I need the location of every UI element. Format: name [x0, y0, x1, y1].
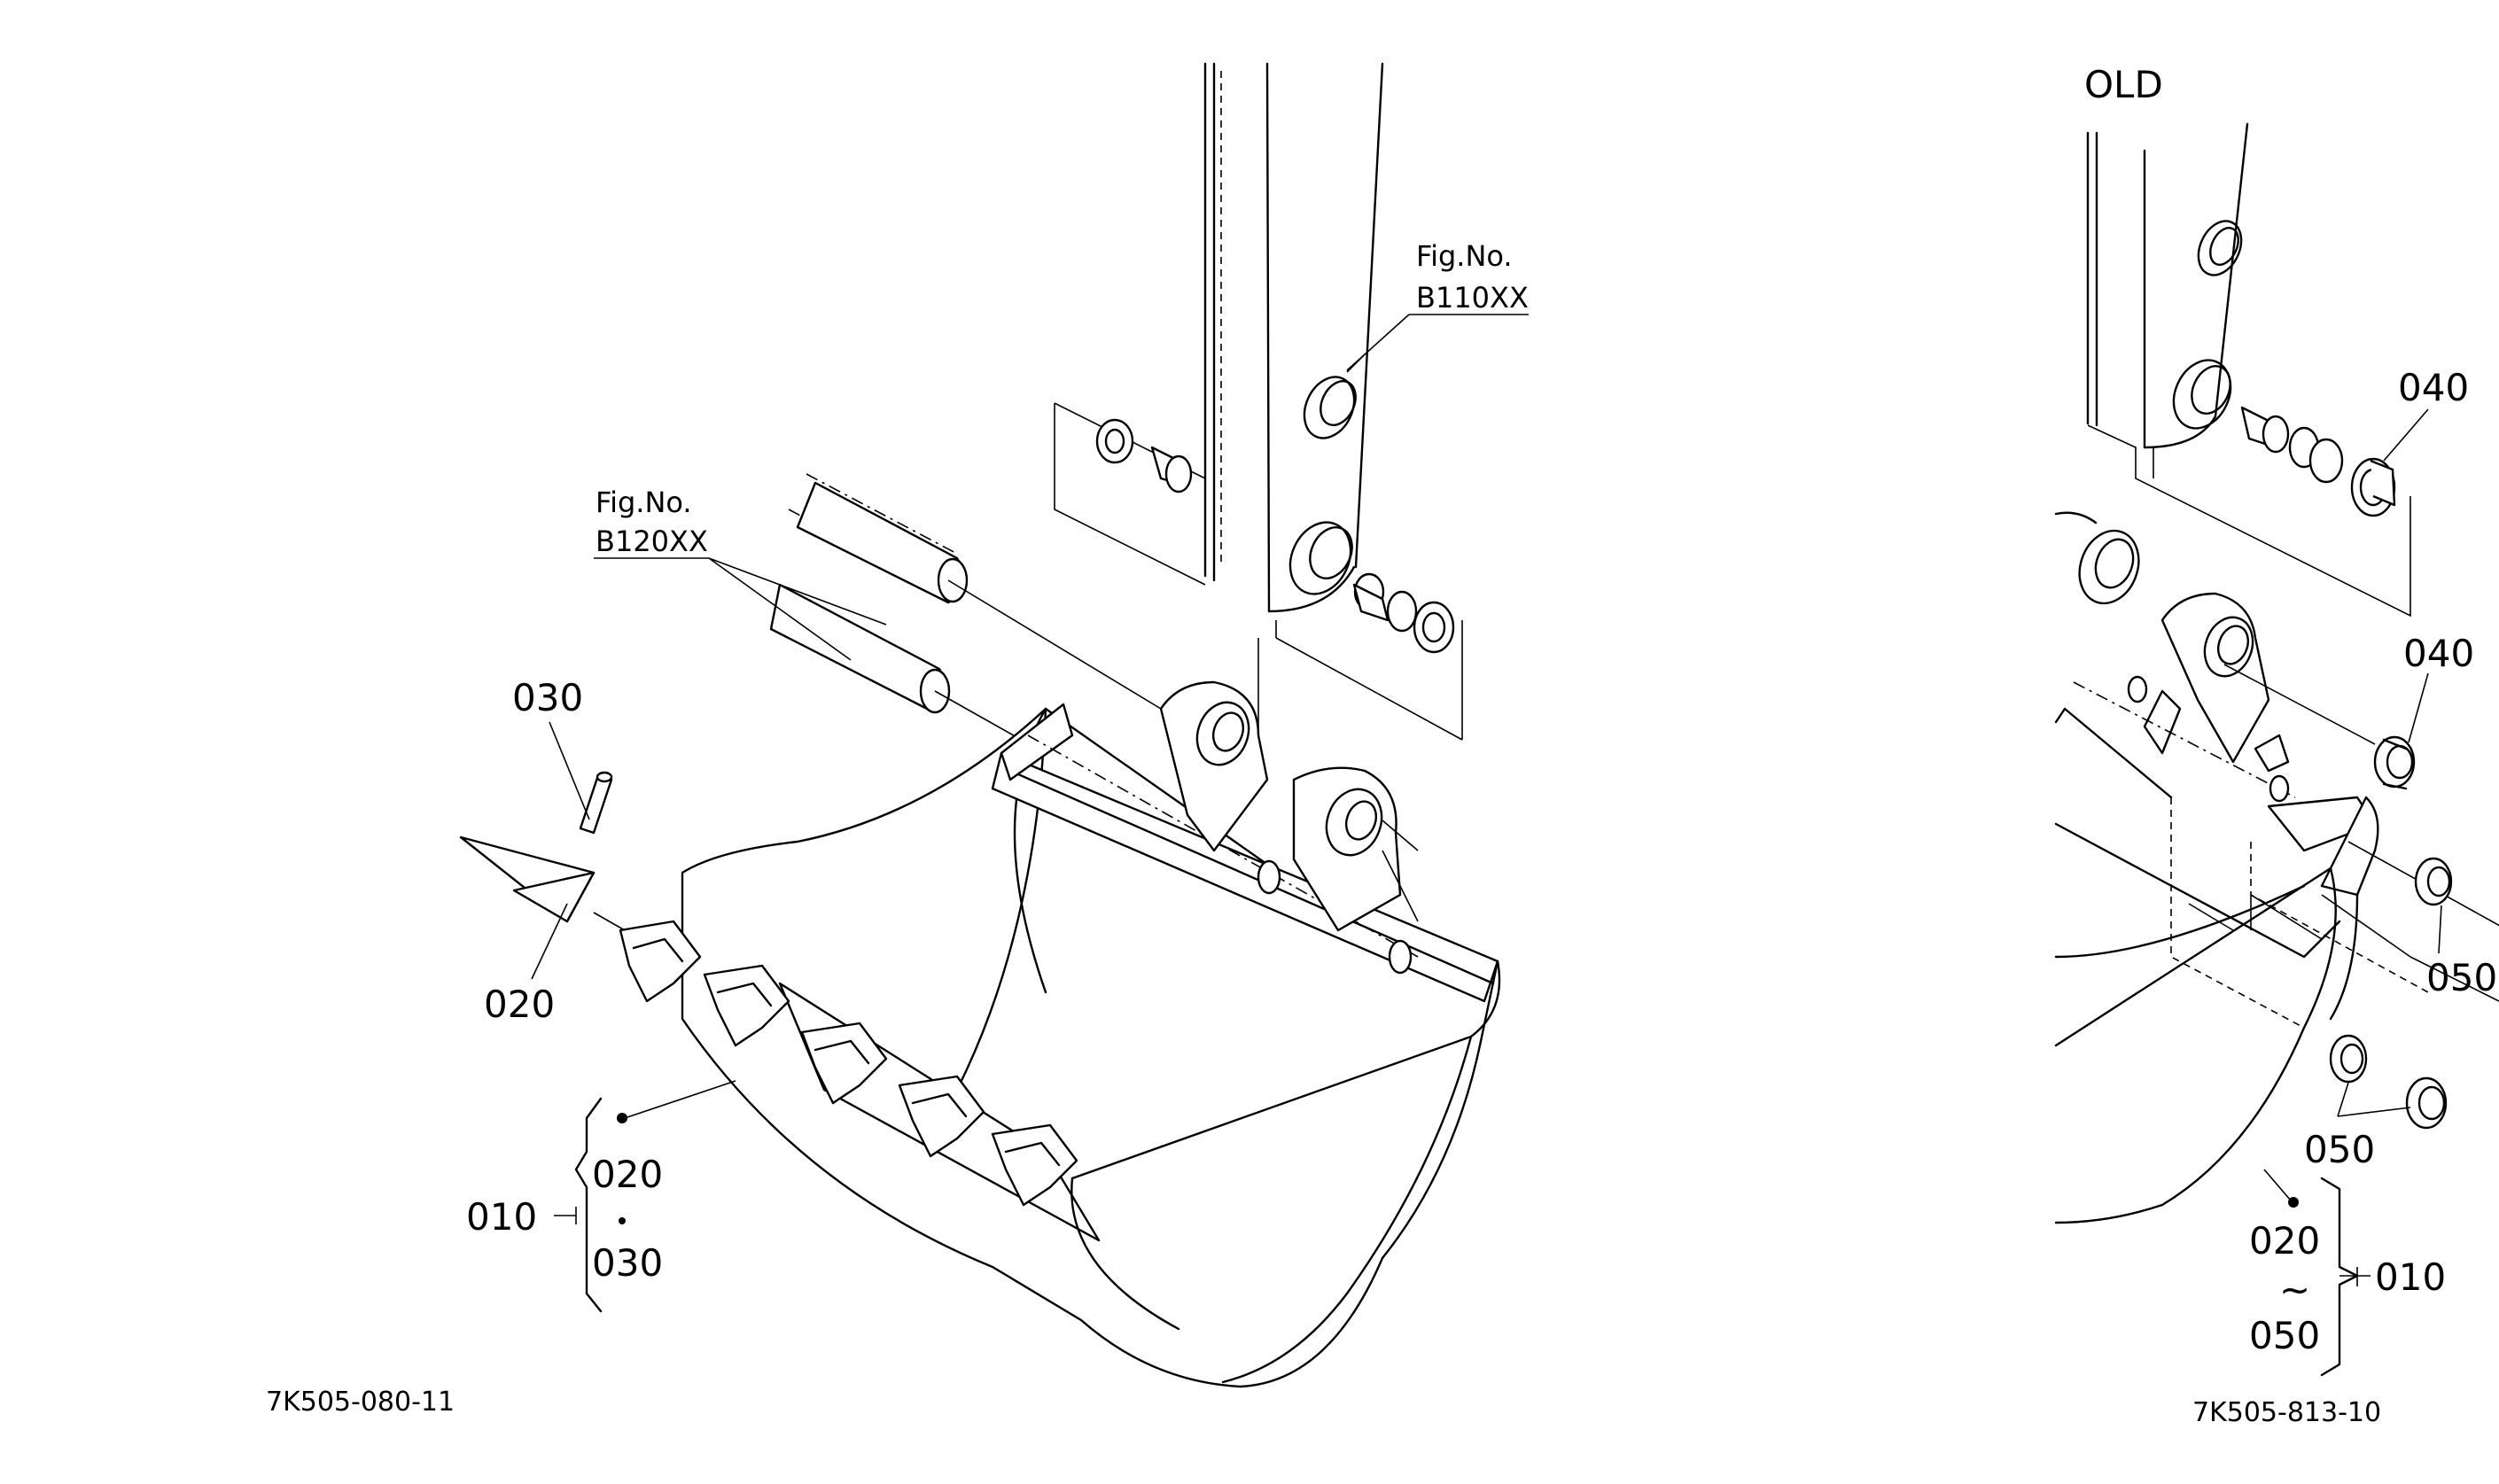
callout-bushing-040-upper: 040 [2398, 366, 2469, 409]
left-exploded-view: Fig.No. B110XX Fig.No. B120XX 030 020 01… [266, 62, 1529, 1418]
old-shims-050-bottom [2329, 1034, 2448, 1130]
old-kit-marker-dot [2288, 1197, 2299, 1208]
old-title: OLD [2084, 63, 2163, 106]
old-bucket-drawing [2054, 511, 2499, 1224]
kit-separator-dot [619, 1217, 626, 1224]
right-exploded-view-old: OLD [2054, 63, 2499, 1428]
lower-spacer-set [1352, 572, 1455, 654]
bucket-teeth [619, 920, 1078, 1207]
callout-group-item-020: 020 [592, 1153, 663, 1196]
drawing-code-right: 7K505-813-10 [2192, 1397, 2381, 1428]
old-shim-050-right [2414, 857, 2453, 906]
fig-ref-upper-line1: Fig.No. [1416, 239, 1513, 273]
bucket-bosses [1159, 680, 1419, 975]
old-arm-drawing [2086, 122, 2411, 618]
callout-bushing-040-lower: 040 [2403, 632, 2474, 675]
callout-tooth-020: 020 [484, 983, 555, 1026]
fig-ref-lower-line1: Fig.No. [596, 486, 692, 519]
callout-shim-050-bottom: 050 [2304, 1128, 2375, 1171]
arm-drawing [1203, 62, 1384, 613]
callout-old-group-item-050: 050 [2249, 1314, 2320, 1357]
callout-old-group-item-020: 020 [2249, 1219, 2320, 1263]
callout-group-item-030: 030 [592, 1241, 663, 1285]
callout-old-group-range: ~ [2279, 1268, 2310, 1311]
drawing-code-left: 7K505-080-11 [266, 1387, 455, 1418]
callout-group-010: 010 [466, 1195, 537, 1239]
fig-ref-lower-line2: B120XX [596, 524, 708, 558]
old-bushing-040-lower [2373, 735, 2416, 790]
callout-old-group-010: 010 [2375, 1255, 2446, 1299]
fig-ref-upper-line2: B110XX [1416, 281, 1529, 315]
old-spacer-set [2240, 406, 2396, 517]
bucket-pins [769, 473, 1162, 789]
pin-030-drawing [579, 771, 613, 835]
upper-spacer-set [1095, 418, 1193, 493]
kit-marker-dot [617, 1113, 627, 1123]
tooth-020-drawing [459, 835, 626, 931]
callout-pin-030: 030 [512, 676, 583, 719]
callout-shim-050-right: 050 [2426, 956, 2497, 999]
